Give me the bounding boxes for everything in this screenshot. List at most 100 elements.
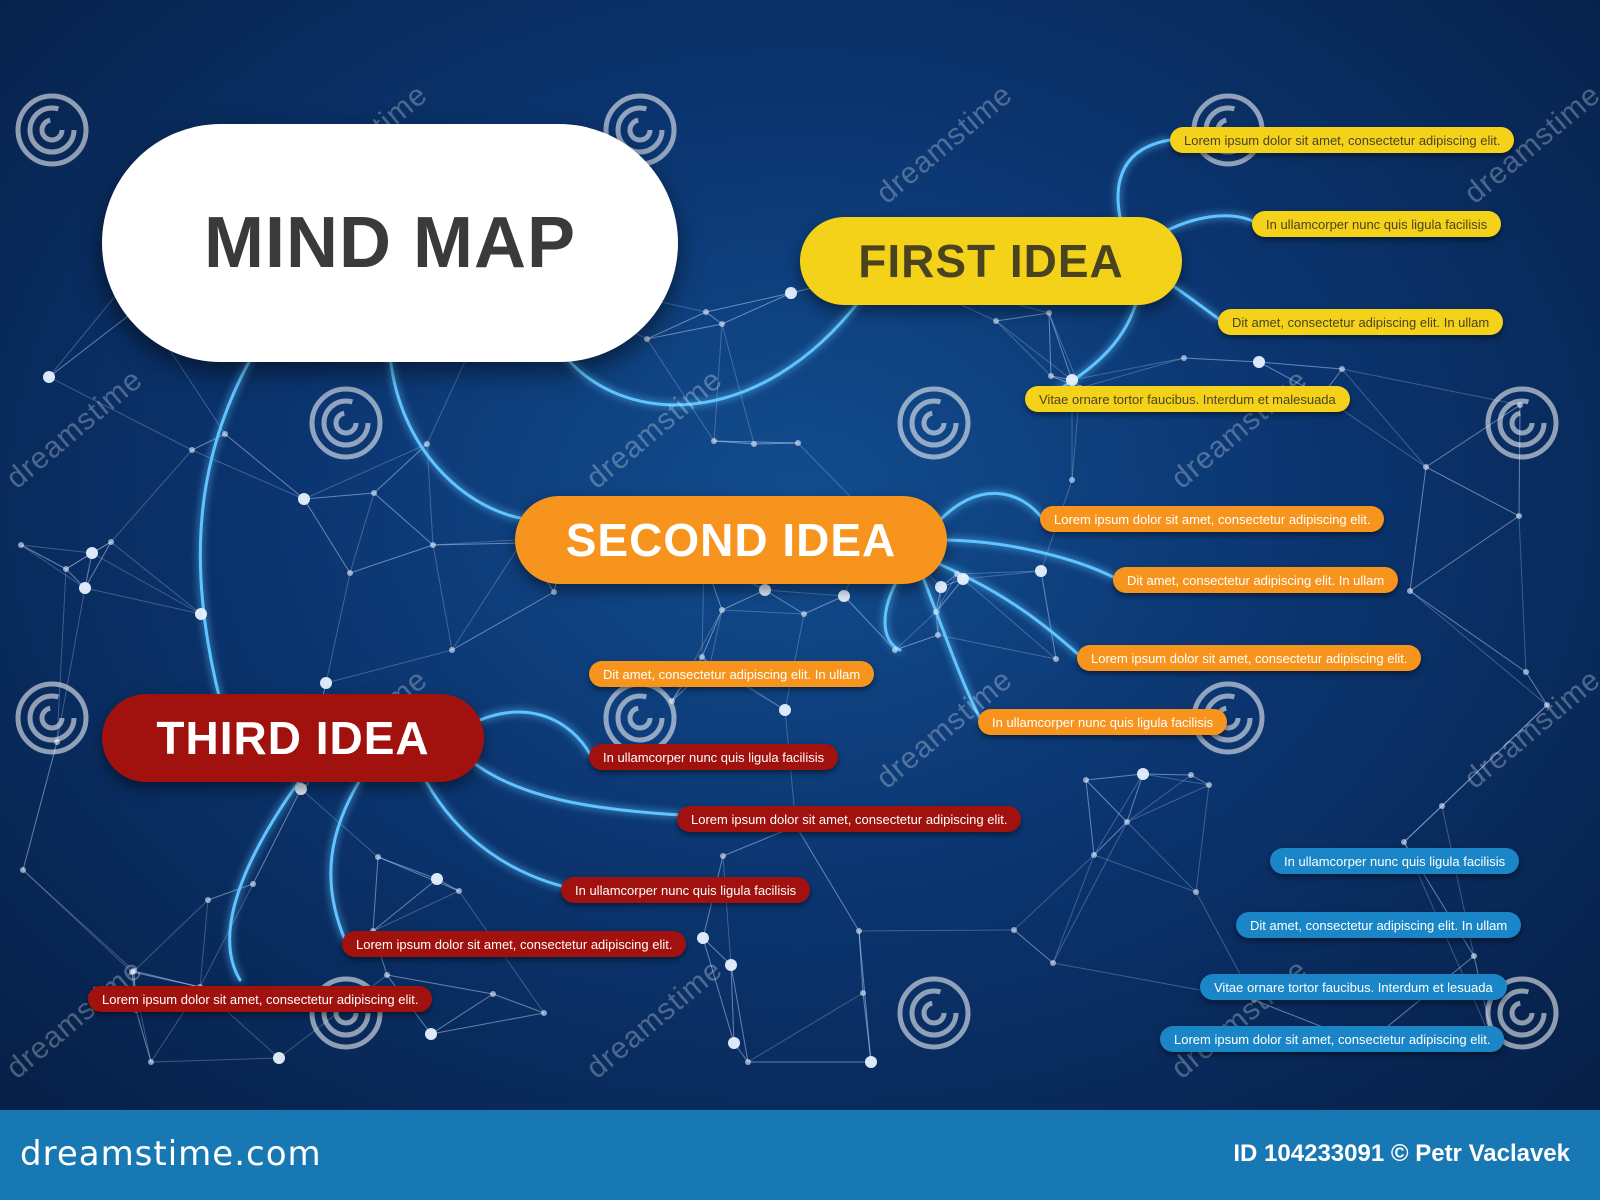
network-dot (1046, 310, 1052, 316)
network-line (22, 741, 58, 871)
network-line (1048, 312, 1052, 377)
network-dot (375, 854, 381, 860)
network-line (1093, 821, 1128, 856)
connector-curve (198, 358, 252, 702)
network-line (862, 992, 872, 1063)
network-line (432, 542, 522, 546)
network-line (372, 856, 379, 932)
second-item-5: Dit amet, consectetur adipiscing elit. I… (589, 661, 875, 687)
network-line (84, 587, 202, 615)
first-idea-label: FIRST IDEA (858, 235, 1124, 287)
network-dot (129, 969, 135, 975)
network-line (858, 929, 1015, 932)
network-line (1403, 805, 1443, 843)
network-line (803, 595, 845, 615)
watermark-spiral-icon (14, 92, 90, 168)
network-line (721, 589, 766, 611)
network-line (303, 498, 351, 574)
watermark-spiral-icon (1484, 975, 1560, 1051)
network-line (1013, 929, 1054, 964)
network-dot (108, 539, 114, 545)
network-line (1425, 404, 1521, 468)
network-dot (957, 573, 969, 585)
network-line (730, 964, 749, 1063)
network-line (20, 544, 93, 554)
network-dot (20, 867, 26, 873)
network-line (1013, 929, 1054, 964)
network-dot (720, 853, 726, 859)
network-dot (1206, 782, 1212, 788)
network-line (702, 937, 732, 966)
network-line (349, 544, 434, 574)
third-idea-label: THIRD IDEA (156, 712, 430, 764)
network-line (1093, 854, 1197, 893)
connector-curve (468, 758, 682, 817)
network-line (753, 442, 799, 445)
network-dot (644, 336, 650, 342)
network-dot (719, 321, 725, 327)
network-line (207, 883, 254, 901)
network-dot (699, 654, 705, 660)
third-item-1: In ullamcorper nunc quis ligula facilisi… (589, 744, 839, 770)
network-dot (801, 611, 807, 617)
network-dot (838, 590, 850, 602)
network-line (1085, 779, 1128, 823)
network-dot (1544, 702, 1550, 708)
network-line (995, 320, 1052, 377)
network-dot (1439, 803, 1445, 809)
network-line (646, 338, 715, 442)
network-line (1126, 774, 1192, 823)
watermark-spiral-icon (896, 975, 972, 1051)
title-node: MIND MAP (102, 124, 678, 362)
network-line (325, 572, 351, 684)
network-dot (456, 888, 462, 894)
network-dot (795, 440, 801, 446)
network-dot (1471, 953, 1477, 959)
network-line (1093, 821, 1128, 856)
network-line (858, 930, 864, 994)
network-dot (725, 959, 737, 971)
network-line (995, 312, 1050, 322)
network-line (1142, 773, 1192, 776)
network-line (894, 634, 939, 651)
connector-curve (478, 710, 592, 756)
network-dot (935, 632, 941, 638)
second-idea-label: SECOND IDEA (565, 514, 897, 566)
footer-brand[interactable]: dreamstime.com (20, 1134, 322, 1174)
network-line (705, 311, 723, 325)
second-item-2: Dit amet, consectetur adipiscing elit. I… (1113, 567, 1399, 593)
second-item-4: In ullamcorper nunc quis ligula facilisi… (978, 709, 1228, 735)
connector-curve (228, 778, 302, 982)
network-line (1409, 515, 1520, 592)
network-dot (1124, 819, 1130, 825)
network-dot (430, 542, 436, 548)
network-line (377, 856, 460, 892)
second-idea-node: SECOND IDEA (515, 496, 947, 584)
fourth-item-2: Dit amet, consectetur adipiscing elit. I… (1236, 912, 1522, 938)
network-line (377, 856, 438, 880)
network-line (349, 544, 434, 574)
network-line (713, 440, 755, 445)
network-dot (935, 581, 947, 593)
network-line (1518, 404, 1521, 517)
third-idea-node: THIRD IDEA (102, 694, 484, 782)
network-line (1425, 404, 1521, 468)
network-dot (1069, 477, 1075, 483)
network-line (426, 443, 434, 546)
network-dot (1188, 772, 1194, 778)
network-line (1441, 704, 1548, 807)
network-dot (719, 607, 725, 613)
third-item-4: Lorem ipsum dolor sit amet, consectetur … (342, 931, 687, 957)
third-item-2: Lorem ipsum dolor sit amet, consectetur … (677, 806, 1022, 832)
network-line (199, 883, 254, 988)
network-line (430, 993, 494, 1035)
network-line (646, 311, 707, 340)
network-line (1425, 466, 1520, 517)
network-line (1183, 357, 1260, 363)
network-dot (86, 547, 98, 559)
network-line (962, 578, 1057, 660)
network-dot (703, 309, 709, 315)
network-line (373, 492, 434, 546)
network-line (713, 323, 723, 442)
network-dot (79, 582, 91, 594)
